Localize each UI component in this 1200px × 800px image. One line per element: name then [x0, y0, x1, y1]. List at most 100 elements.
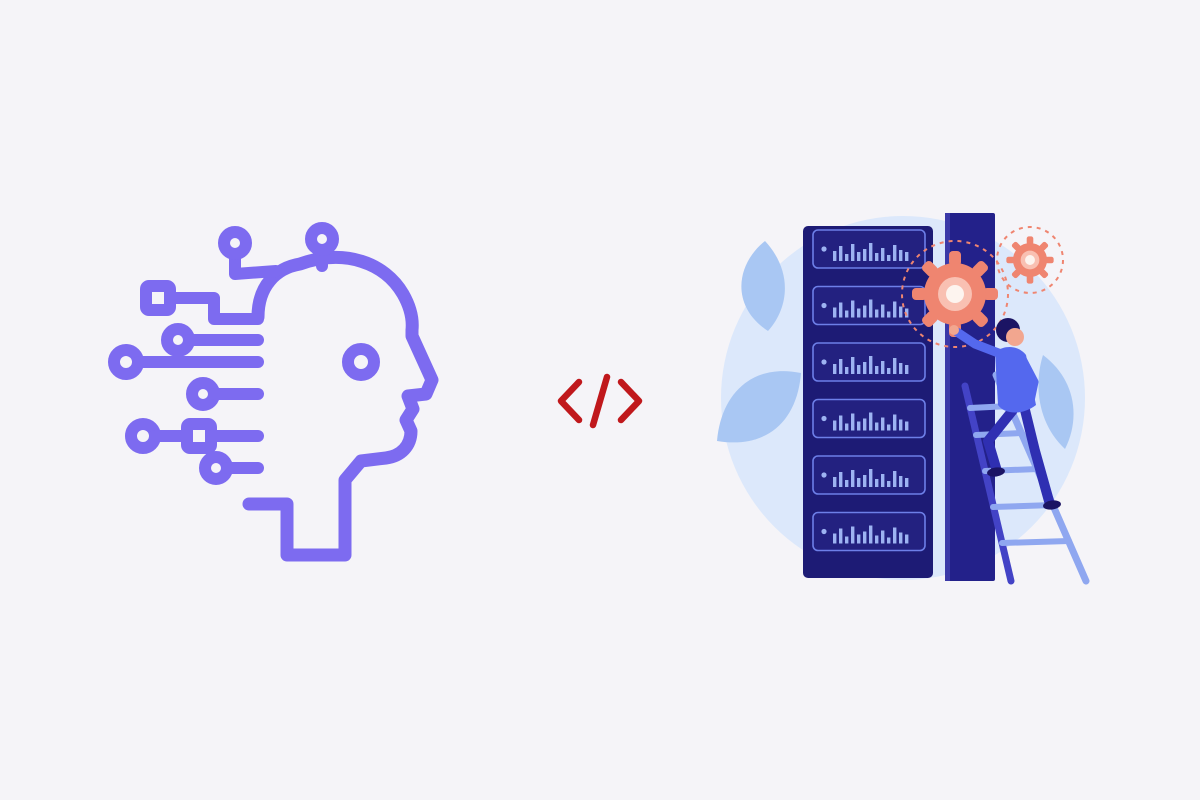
slot-bar — [887, 537, 891, 544]
slot-bar — [857, 478, 861, 487]
slot-bar — [893, 358, 897, 374]
rack-side-edge — [945, 213, 950, 581]
shoe — [1043, 500, 1061, 510]
slot-bar — [869, 243, 873, 261]
slot-bar — [851, 470, 855, 487]
circuit-trace — [186, 377, 264, 411]
slot-bar — [833, 477, 837, 487]
slot-bar — [839, 359, 843, 374]
leaf-icon — [1038, 355, 1074, 449]
slot-bar — [839, 246, 843, 261]
slot-indicator-dot — [821, 528, 827, 535]
slot-bar — [887, 311, 891, 318]
slot-bar — [881, 474, 885, 487]
slot-bar — [905, 365, 909, 374]
slot-indicator-dot — [821, 472, 827, 478]
face — [1006, 328, 1024, 346]
front-leg — [983, 405, 1018, 476]
slot-bar — [851, 244, 855, 261]
slot-bar — [899, 532, 903, 544]
slot-indicator-dot — [821, 302, 827, 309]
slot-bar — [881, 304, 885, 318]
code-icon — [552, 368, 648, 434]
leaf-icons — [717, 241, 1074, 449]
slot-bar — [851, 357, 855, 374]
slot-bar — [833, 533, 837, 544]
slot-bar — [845, 310, 849, 318]
slot-bar — [875, 309, 879, 318]
dashed-orbit-small — [996, 226, 1064, 294]
slot-bar — [905, 478, 909, 487]
back-leg — [1020, 405, 1054, 506]
slot-bar — [863, 418, 867, 431]
ai-head-circuit-icon — [108, 222, 448, 562]
slot-bar — [857, 534, 861, 544]
circuit-trace — [305, 222, 339, 272]
slot-bar — [839, 302, 843, 318]
slot-bar — [863, 362, 867, 374]
slot-bar — [905, 308, 909, 318]
leaf-icon — [717, 371, 801, 443]
reaching-arm — [952, 327, 1006, 359]
slot-bar — [881, 361, 885, 374]
circuit-trace — [140, 280, 264, 325]
slot-bar — [881, 530, 885, 544]
slot-bar — [905, 421, 909, 431]
gear-icon-large — [912, 251, 998, 337]
slot-bar — [845, 254, 849, 261]
slot-bar — [857, 365, 861, 374]
slot-indicator-dot — [821, 415, 827, 422]
slot-bar — [839, 415, 843, 431]
slot-bar — [899, 306, 903, 318]
slot-bar — [869, 299, 873, 318]
slot-bar — [875, 422, 879, 431]
shoe — [987, 467, 1005, 477]
gear-icon-small — [1006, 236, 1054, 284]
slot-bar — [893, 245, 897, 261]
slash-icon — [589, 373, 611, 429]
slot-bar — [881, 417, 885, 431]
slot-bar — [881, 248, 885, 261]
slot-bar — [857, 252, 861, 261]
slot-bar — [893, 527, 897, 544]
slot-bar — [863, 249, 867, 261]
slot-bar — [857, 421, 861, 431]
slot-bar — [875, 366, 879, 374]
slot-bar — [887, 368, 891, 374]
slot-bar — [845, 423, 849, 431]
slot-bar — [863, 475, 867, 487]
slot-bar — [887, 424, 891, 431]
slot-bar — [851, 526, 855, 544]
slot-indicator-dot — [821, 246, 827, 252]
slot-bar — [869, 525, 873, 544]
technician-figure — [949, 318, 1061, 510]
slot-bar — [851, 300, 855, 318]
slot-bar — [857, 308, 861, 318]
slot-bar — [869, 356, 873, 374]
circuit-trace — [161, 323, 264, 357]
slot-bar — [899, 363, 903, 374]
slot-bar — [845, 480, 849, 487]
slot-bar — [887, 481, 891, 487]
angle-bracket-right-icon — [617, 378, 643, 424]
circuit-traces — [108, 222, 339, 485]
slot-bar — [905, 534, 909, 544]
dashed-orbit-large — [901, 240, 1009, 348]
slot-bar — [875, 253, 879, 261]
slot-bar — [845, 536, 849, 544]
slot-bar — [893, 301, 897, 318]
circuit-trace — [108, 344, 264, 380]
head-profile-outline — [242, 251, 439, 562]
circuit-trace — [218, 226, 282, 280]
slot-bar — [875, 479, 879, 487]
slot-bar — [839, 472, 843, 487]
slot-bar — [869, 412, 873, 431]
slot-bar — [875, 535, 879, 544]
torso — [995, 346, 1036, 413]
slot-bar — [863, 531, 867, 544]
eye-node — [342, 343, 380, 381]
slot-bar — [905, 252, 909, 261]
slot-bar — [893, 471, 897, 487]
circuit-node-circle — [305, 222, 339, 256]
